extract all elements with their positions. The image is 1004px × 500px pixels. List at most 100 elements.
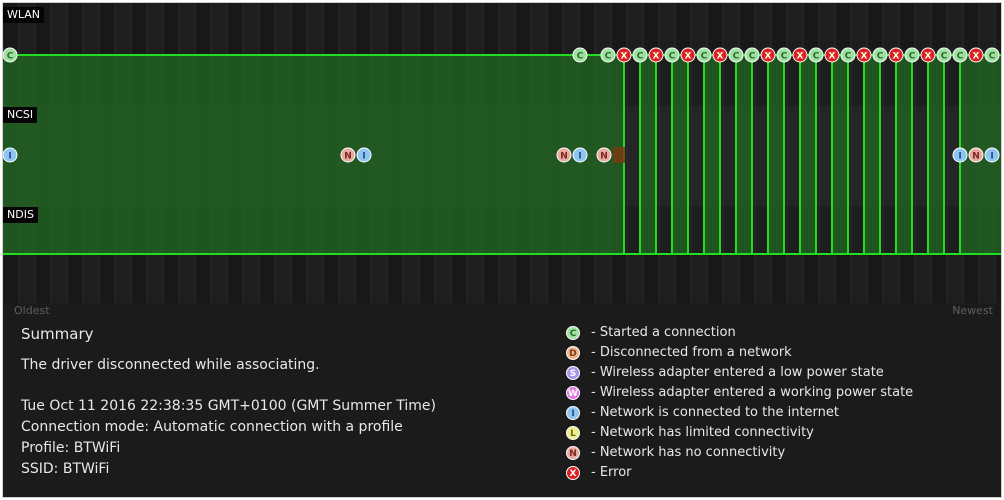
legend-item: I - Network is connected to the internet <box>561 403 981 423</box>
legend-item: X - Error <box>561 463 981 483</box>
summary-ssid: SSID: BTWiFi <box>21 461 110 477</box>
event-badge-i[interactable]: I <box>984 147 1000 163</box>
event-badge-c[interactable]: C <box>728 47 744 63</box>
event-badge-c[interactable]: C <box>744 47 760 63</box>
svg-text:I: I <box>362 152 365 162</box>
svg-text:C: C <box>989 52 996 62</box>
event-badge-x[interactable]: X <box>712 47 728 63</box>
legend-item: N- Network has no connectivity <box>561 443 981 463</box>
svg-text:I: I <box>8 152 11 162</box>
event-badge-c[interactable]: C <box>600 47 616 63</box>
svg-text:I: I <box>990 152 993 162</box>
event-badge-x[interactable]: X <box>792 47 808 63</box>
legend-text: - Started a connection <box>591 325 736 340</box>
event-badge-x[interactable]: X <box>680 47 696 63</box>
svg-text:X: X <box>765 52 772 62</box>
event-badge-c[interactable]: C <box>572 47 588 63</box>
legend-text: - Wireless adapter entered a working pow… <box>591 385 914 400</box>
event-badge-c[interactable]: C <box>984 47 1000 63</box>
legend-text: - Error <box>591 465 632 480</box>
event-badge-c[interactable]: C <box>776 47 792 63</box>
svg-text:C: C <box>909 52 916 62</box>
event-badge-c[interactable]: C <box>872 47 888 63</box>
ncsi-no-connectivity-marker <box>613 147 625 163</box>
svg-text:C: C <box>957 52 964 62</box>
svg-text:X: X <box>829 52 836 62</box>
svg-text:C: C <box>941 52 948 62</box>
svg-text:N: N <box>344 152 352 162</box>
event-badge-x[interactable]: X <box>968 47 984 63</box>
event-badge-x[interactable]: X <box>760 47 776 63</box>
summary-title: Summary <box>21 325 94 343</box>
svg-text:X: X <box>621 52 628 62</box>
event-badge-c[interactable]: C <box>936 47 952 63</box>
event-badge-n[interactable]: N <box>556 147 572 163</box>
legend-text: - Network is connected to the internet <box>591 405 840 420</box>
event-badge-x[interactable]: X <box>856 47 872 63</box>
svg-text:C: C <box>749 52 756 62</box>
svg-text:I: I <box>958 152 961 162</box>
svg-text:X: X <box>653 52 660 62</box>
legend-badge-icon: X <box>566 466 580 480</box>
svg-text:X: X <box>685 52 692 62</box>
legend-text: - Network has limited connectivity <box>591 425 814 440</box>
summary-timestamp: Tue Oct 11 2016 22:38:35 GMT+0100 (GMT S… <box>21 398 436 414</box>
legend-badge-icon: D <box>566 346 580 360</box>
svg-text:N: N <box>600 152 608 162</box>
svg-text:X: X <box>797 52 804 62</box>
event-badge-c[interactable]: C <box>840 47 856 63</box>
legend-text: - Disconnected from a network <box>591 345 792 360</box>
legend-text: - Wireless adapter entered a low power s… <box>591 365 884 380</box>
event-badge-c[interactable]: C <box>664 47 680 63</box>
svg-text:X: X <box>925 52 932 62</box>
svg-text:C: C <box>845 52 852 62</box>
legend-item: W - Wireless adapter entered a working po… <box>561 383 981 403</box>
event-badge-x[interactable]: X <box>824 47 840 63</box>
summary-profile: Profile: BTWiFi <box>21 440 121 456</box>
axis-oldest-label: Oldest <box>14 304 50 317</box>
event-badge-c[interactable]: C <box>904 47 920 63</box>
svg-text:C: C <box>813 52 820 62</box>
svg-text:C: C <box>637 52 644 62</box>
event-badge-c[interactable]: C <box>696 47 712 63</box>
event-badge-x[interactable]: X <box>616 47 632 63</box>
event-badge-c[interactable]: C <box>952 47 968 63</box>
svg-text:C: C <box>669 52 676 62</box>
event-badge-i[interactable]: I <box>3 147 18 163</box>
svg-text:C: C <box>877 52 884 62</box>
event-badge-n[interactable]: N <box>596 147 612 163</box>
legend-item: S- Wireless adapter entered a low power … <box>561 363 981 383</box>
ndis-signal-line <box>3 54 1001 255</box>
event-badge-c[interactable]: C <box>632 47 648 63</box>
legend-badge-icon: W <box>566 386 580 400</box>
event-badge-n[interactable]: N <box>968 147 984 163</box>
legend-item: D - Disconnected from a network <box>561 343 981 363</box>
summary-description: The driver disconnected while associatin… <box>21 357 320 373</box>
svg-text:C: C <box>781 52 788 62</box>
event-badge-x[interactable]: X <box>648 47 664 63</box>
event-badge-i[interactable]: I <box>572 147 588 163</box>
event-badge-c[interactable]: C <box>808 47 824 63</box>
event-badge-i[interactable]: I <box>356 147 372 163</box>
legend-text: - Network has no connectivity <box>591 445 786 460</box>
event-badge-x[interactable]: X <box>888 47 904 63</box>
summary-section: Summary The driver disconnected while as… <box>21 325 541 480</box>
svg-text:C: C <box>7 52 14 62</box>
event-badge-x[interactable]: X <box>920 47 936 63</box>
svg-text:X: X <box>861 52 868 62</box>
svg-text:X: X <box>717 52 724 62</box>
legend-badge-icon: L <box>566 426 580 440</box>
event-badge-c[interactable]: C <box>3 47 18 63</box>
event-badge-n[interactable]: N <box>340 147 356 163</box>
svg-text:X: X <box>973 52 980 62</box>
ncsi-band-label: NCSI <box>3 107 38 123</box>
event-badge-i[interactable]: I <box>952 147 968 163</box>
legend-item: C- Started a connection <box>561 323 981 343</box>
svg-text:I: I <box>578 152 581 162</box>
legend-badge-icon: I <box>566 406 580 420</box>
svg-text:X: X <box>893 52 900 62</box>
